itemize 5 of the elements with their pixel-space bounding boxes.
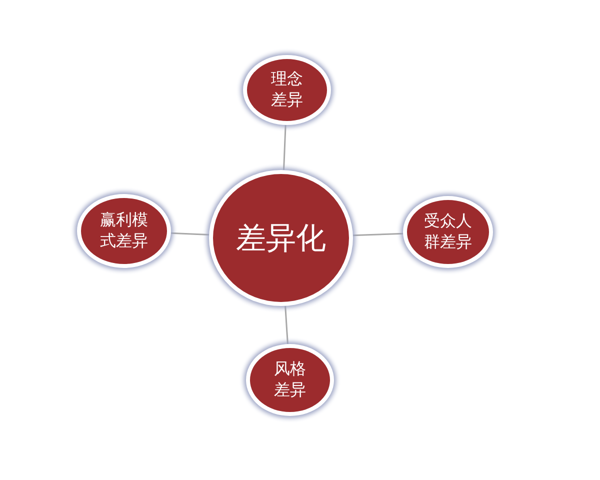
connector-line — [284, 306, 288, 344]
connector-line — [352, 232, 404, 236]
connector-line — [170, 232, 210, 236]
center-circle: 差异化 — [209, 170, 353, 306]
connector-line — [283, 124, 286, 170]
